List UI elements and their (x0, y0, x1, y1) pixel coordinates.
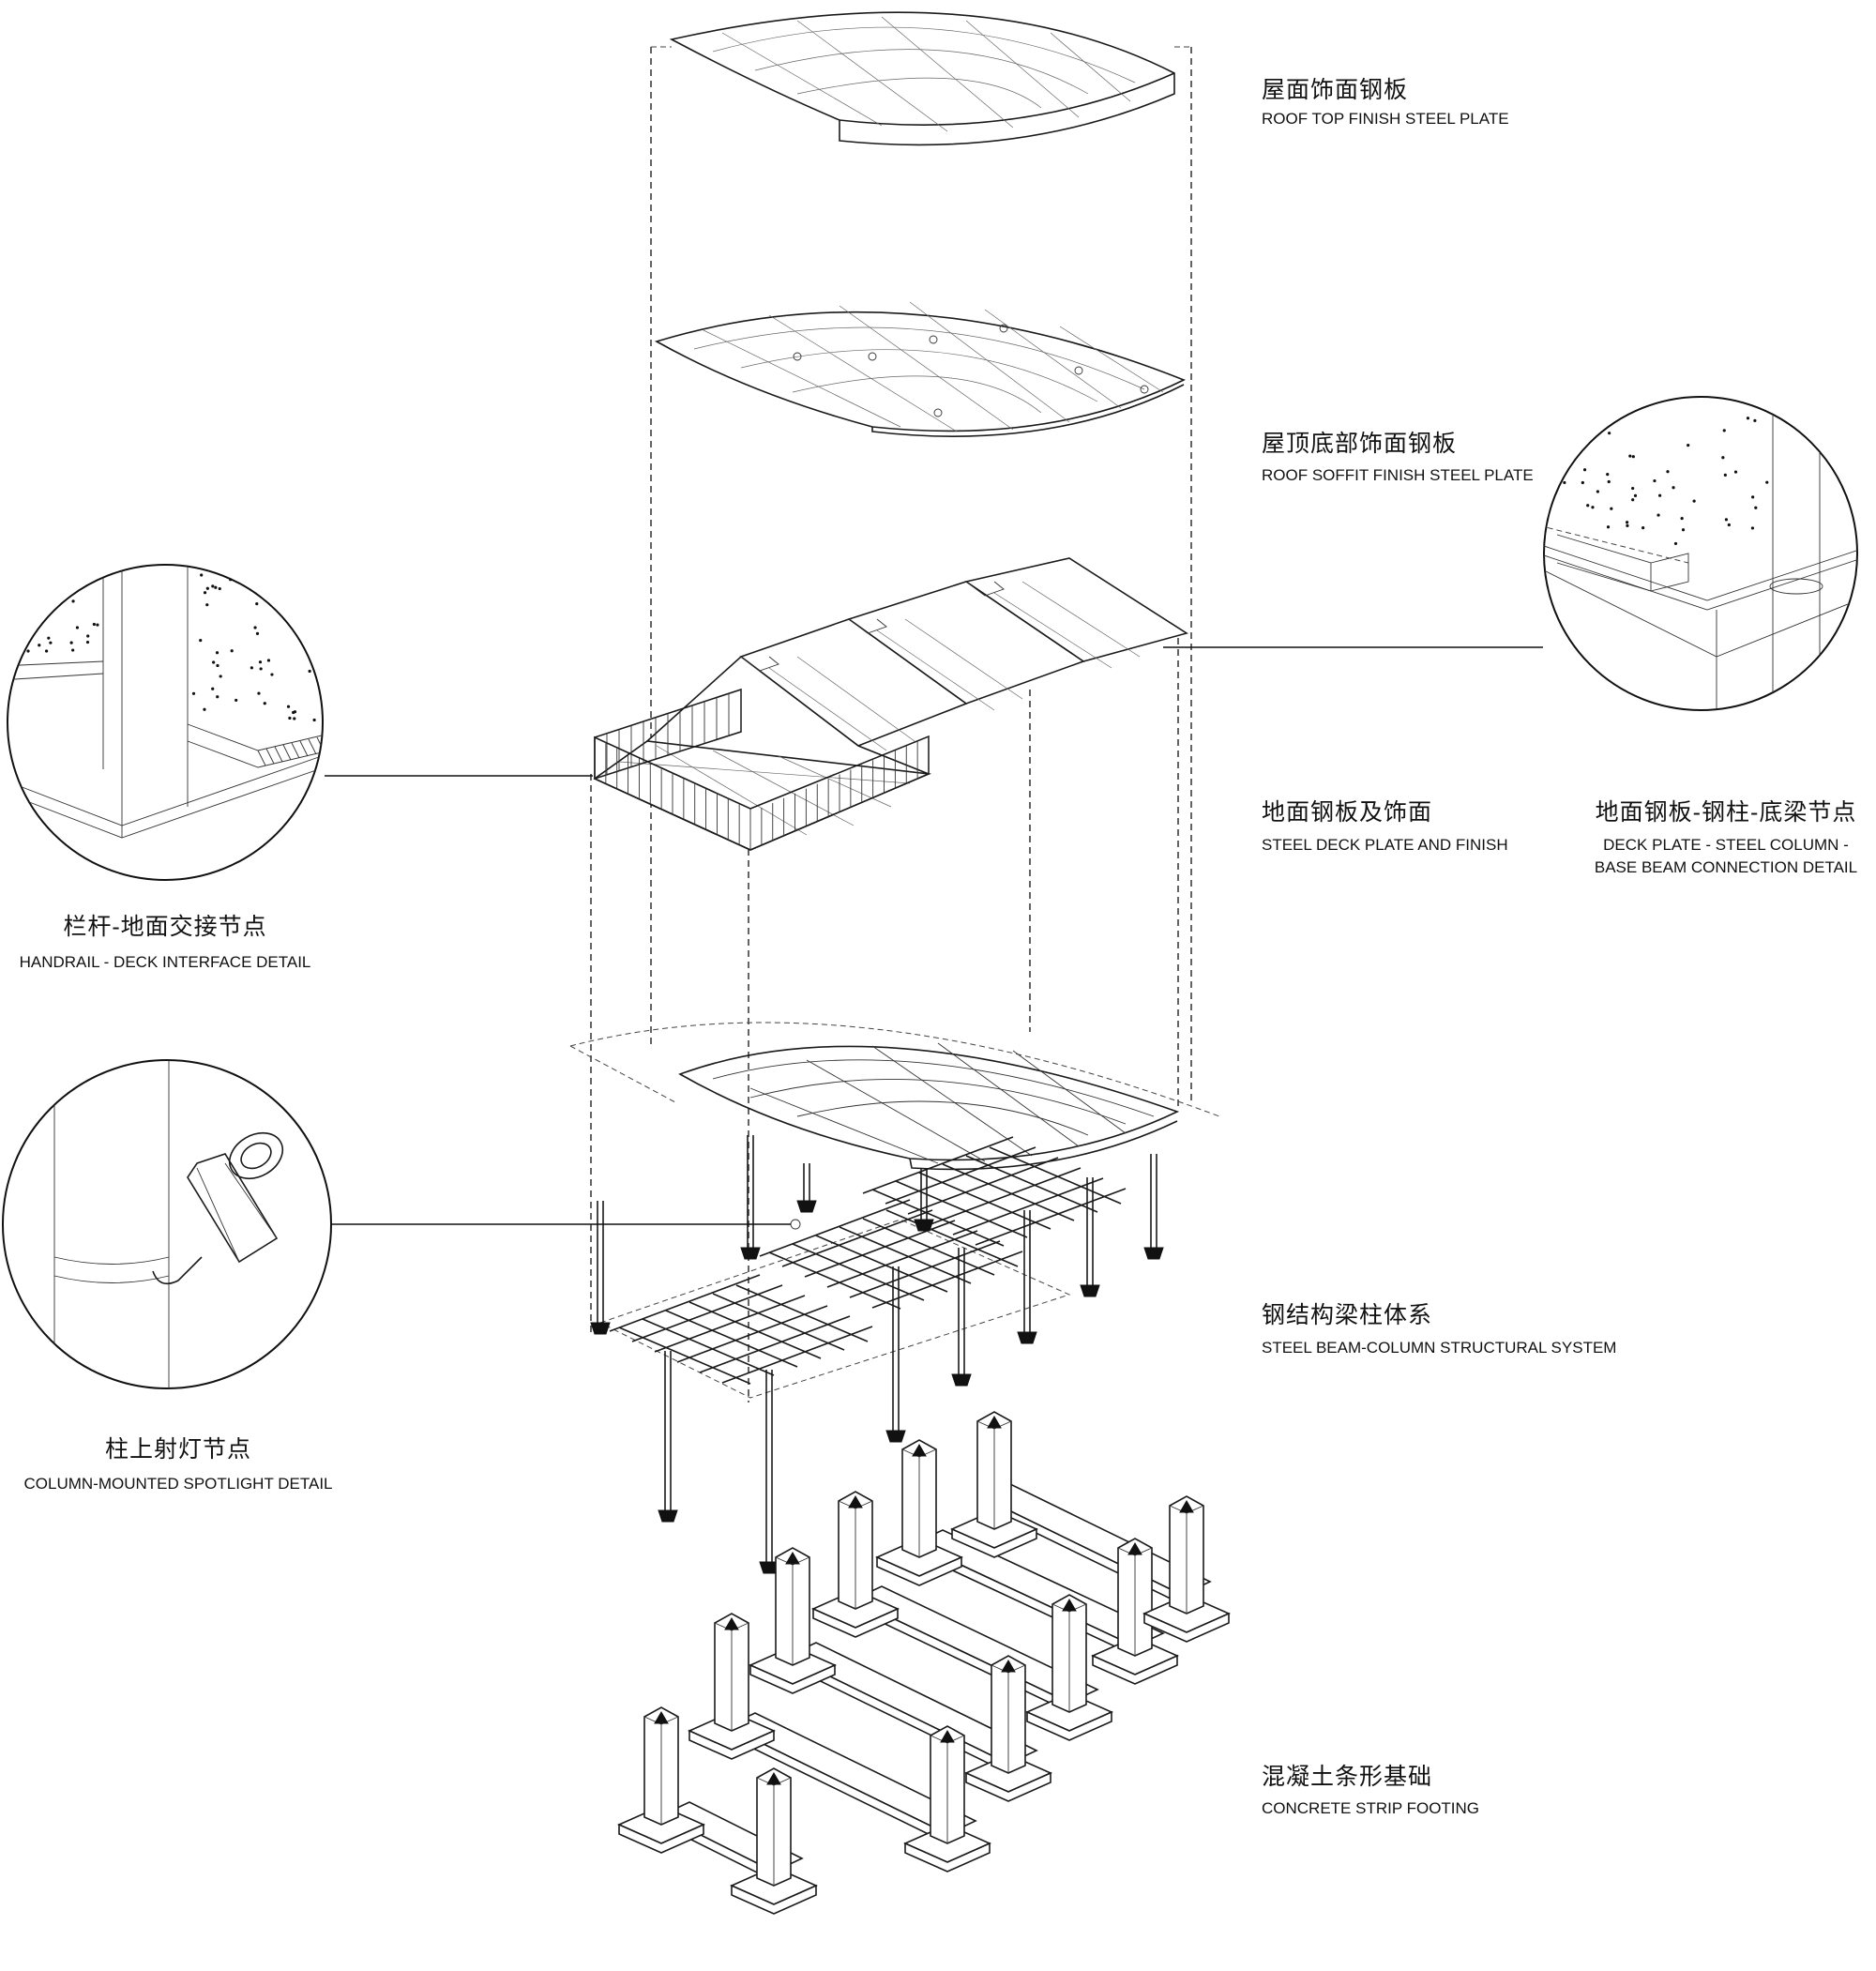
roof-top-en: ROOF TOP FINISH STEEL PLATE (1262, 110, 1509, 128)
steel-structure (569, 1022, 1220, 1574)
structure-en: STEEL BEAM-COLUMN STRUCTURAL SYSTEM (1262, 1339, 1616, 1357)
roof-soffit-en: ROOF SOFFIT FINISH STEEL PLATE (1262, 466, 1534, 484)
footing-zh: 混凝土条形基础 (1262, 1764, 1432, 1790)
footing-en: CONCRETE STRIP FOOTING (1262, 1799, 1479, 1817)
deck-zh: 地面钢板及饰面 (1262, 799, 1432, 826)
projection-lines (590, 46, 1192, 1402)
deck-column-detail-en1: DECK PLATE - STEEL COLUMN - (1603, 836, 1849, 854)
concrete-footing (617, 1411, 1231, 1915)
steel-deck-plate (593, 557, 1188, 851)
roof-soffit-plate (654, 301, 1186, 437)
deck-column-detail-circle (1543, 396, 1858, 711)
component-labels: 屋面饰面钢板 ROOF TOP FINISH STEEL PLATE 屋顶底部饰… (1262, 77, 1616, 1817)
roof-top-zh: 屋面饰面钢板 (1262, 77, 1408, 103)
roof-top-plate (669, 11, 1175, 146)
detail-labels: 栏杆-地面交接节点 HANDRAIL - DECK INTERFACE DETA… (20, 799, 1858, 1493)
handrail-detail-circle (7, 564, 324, 881)
deck-column-detail-zh: 地面钢板-钢柱-底梁节点 (1596, 799, 1857, 826)
spotlight-detail-en: COLUMN-MOUNTED SPOTLIGHT DETAIL (23, 1475, 332, 1493)
deck-en: STEEL DECK PLATE AND FINISH (1262, 836, 1508, 854)
handrail-detail-en: HANDRAIL - DECK INTERFACE DETAIL (20, 953, 311, 971)
spotlight-detail-zh: 柱上射灯节点 (105, 1436, 251, 1463)
structure-zh: 钢结构梁柱体系 (1262, 1302, 1432, 1328)
deck-column-detail-en2: BASE BEAM CONNECTION DETAIL (1595, 858, 1857, 876)
leader-lines (325, 646, 1543, 1225)
roof-soffit-zh: 屋顶底部饰面钢板 (1262, 431, 1457, 457)
handrail-detail-zh: 栏杆-地面交接节点 (63, 914, 266, 940)
spotlight-detail-circle (2, 1059, 332, 1389)
